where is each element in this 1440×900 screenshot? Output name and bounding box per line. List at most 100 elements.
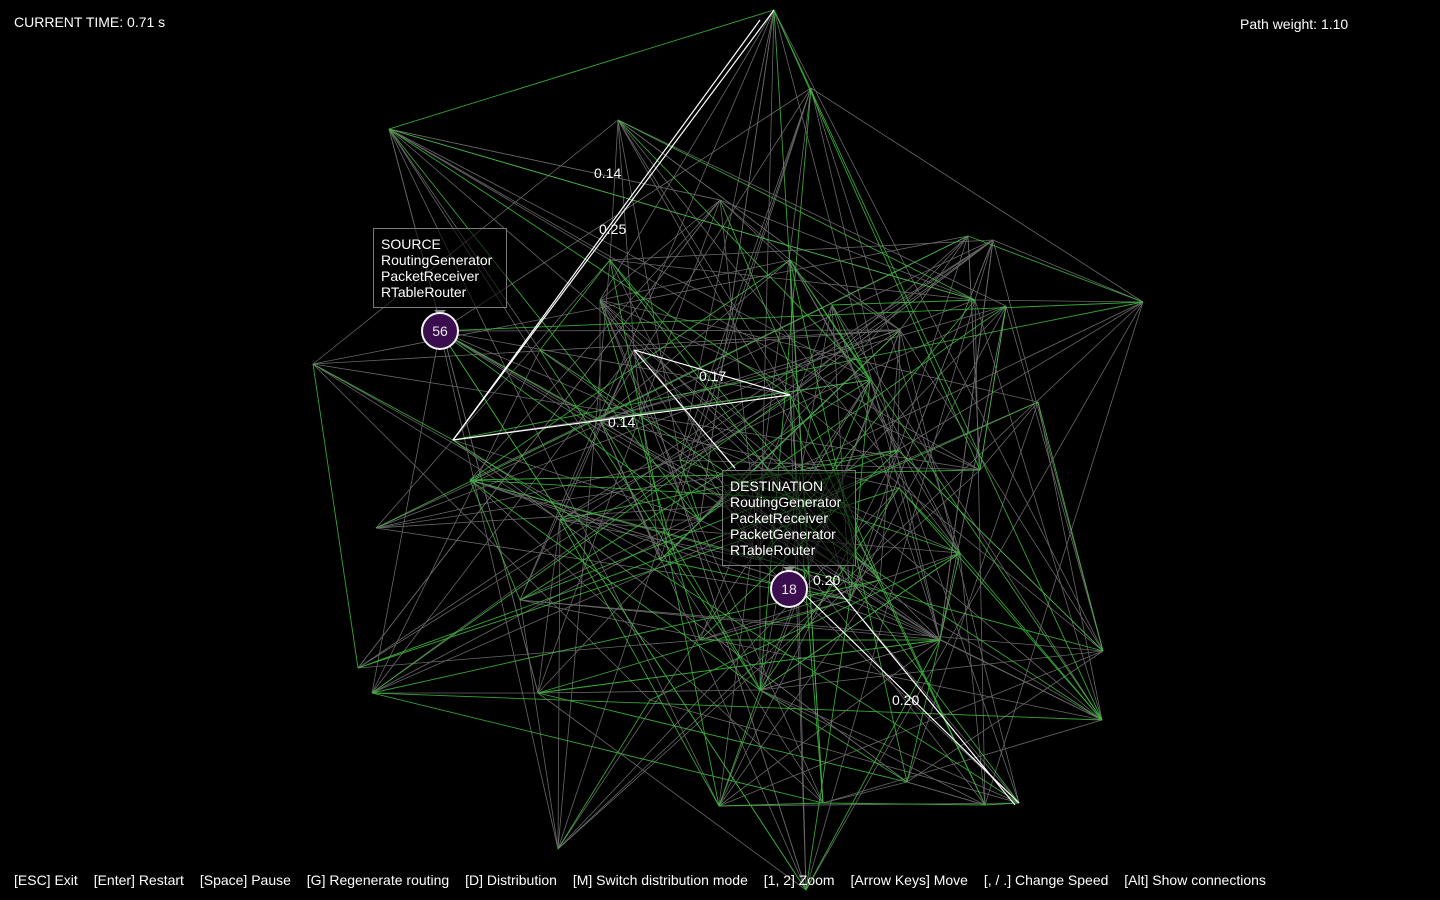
network-edge-active: [805, 639, 941, 891]
network-edge: [789, 259, 901, 331]
network-edge-active: [539, 259, 611, 351]
network-edge: [974, 239, 994, 301]
network-edge: [679, 9, 775, 461]
network-edge: [679, 87, 812, 461]
network-edge: [974, 299, 986, 806]
network-edge: [357, 199, 721, 669]
destination-component: PacketGenerator: [730, 526, 836, 542]
network-edge: [559, 239, 994, 521]
network-edge: [939, 305, 1007, 641]
shortcut-exit: [ESC] Exit: [14, 872, 78, 888]
network-edge: [649, 699, 1020, 804]
network-edge: [557, 87, 812, 850]
source-node[interactable]: 56: [421, 312, 459, 350]
network-edge: [557, 519, 561, 850]
network-edge: [371, 519, 701, 694]
network-edge-active: [537, 639, 941, 694]
network-edge: [984, 301, 1144, 806]
network-edge: [371, 401, 1039, 694]
network-edge: [537, 199, 721, 694]
network-edge-active: [898, 487, 1103, 721]
network-edge: [537, 692, 807, 891]
network-edge-active: [659, 329, 901, 561]
network-edge: [719, 199, 791, 261]
destination-component: PacketReceiver: [730, 510, 829, 526]
network-edge: [559, 349, 635, 521]
network-edge: [375, 459, 681, 529]
network-edge: [599, 299, 824, 804]
network-edge-active: [718, 689, 761, 807]
network-edge-active: [371, 394, 791, 694]
network-edge-active: [819, 401, 1039, 501]
network-edge: [633, 349, 661, 561]
network-edge: [718, 579, 881, 807]
network-edge-active: [759, 689, 908, 783]
network-edge: [357, 239, 994, 669]
network-edge-active: [599, 379, 871, 421]
network-edge-active: [759, 552, 961, 691]
network-edge-active: [967, 235, 1144, 303]
routing-path-edge: [633, 349, 791, 396]
current-time-readout: CURRENT TIME: 0.71 s: [14, 14, 166, 30]
destination-info-box: DESTINATION RoutingGenerator PacketRecei…: [722, 470, 856, 566]
network-edge: [979, 401, 1039, 471]
network-edge-active: [469, 479, 761, 691]
network-edge-active: [959, 552, 1103, 721]
network-edge-active: [831, 299, 976, 306]
routing-path-edge: [799, 589, 1020, 804]
path-weight-readout: Path weight: 1.10: [1240, 16, 1349, 32]
network-edge: [609, 259, 976, 301]
network-edge: [469, 479, 941, 641]
network-edge: [718, 639, 941, 807]
routing-path-edge: [452, 9, 775, 441]
network-edge: [375, 439, 454, 529]
network-edge: [617, 119, 791, 396]
network-edge: [789, 259, 961, 554]
network-edge: [719, 199, 976, 301]
network-edge-active: [439, 301, 1144, 332]
network-edge-active: [805, 599, 851, 891]
network-edge-active: [469, 259, 791, 481]
network-edge-active: [557, 699, 651, 850]
shortcut-pause: [Space] Pause: [199, 872, 291, 888]
network-edge-active: [371, 692, 824, 804]
shortcut-restart: [Enter] Restart: [93, 872, 184, 888]
network-edge: [388, 128, 721, 201]
network-edge: [469, 479, 824, 804]
network-edge: [617, 119, 635, 351]
routing-path-edge: [829, 579, 1016, 806]
network-edge: [967, 235, 981, 471]
network-edge: [789, 239, 994, 396]
network-edge: [899, 329, 1020, 804]
network-edge-active: [789, 259, 1103, 721]
network-edge: [992, 239, 1144, 303]
network-edge-active: [979, 305, 1007, 471]
network-edge: [849, 235, 969, 601]
network-edge: [773, 9, 941, 641]
source-component: PacketReceiver: [381, 268, 480, 284]
network-edge-active: [718, 802, 824, 807]
shortcut-distribution: [D] Distribution: [465, 872, 557, 888]
network-edge: [599, 259, 791, 301]
network-edge-active: [439, 330, 701, 521]
destination-node[interactable]: 18: [770, 570, 808, 608]
routing-path-edge: [633, 349, 736, 469]
network-edge: [599, 87, 812, 421]
network-edge: [897, 329, 901, 451]
network-edge-active: [439, 330, 807, 891]
network-edge-active: [469, 479, 521, 601]
network-edge-active: [388, 9, 775, 130]
network-edge: [519, 9, 775, 601]
network-edge: [357, 329, 901, 669]
network-edge-active: [375, 235, 969, 529]
network-edge: [537, 519, 561, 694]
network-edge: [831, 304, 1103, 721]
source-component: RoutingGenerator: [381, 252, 493, 268]
network-edge: [469, 199, 721, 481]
network-edge: [617, 119, 901, 331]
network-edge: [633, 349, 807, 891]
edges-gray: [312, 9, 1144, 891]
network-edge: [849, 599, 941, 641]
network-edge: [718, 87, 812, 807]
